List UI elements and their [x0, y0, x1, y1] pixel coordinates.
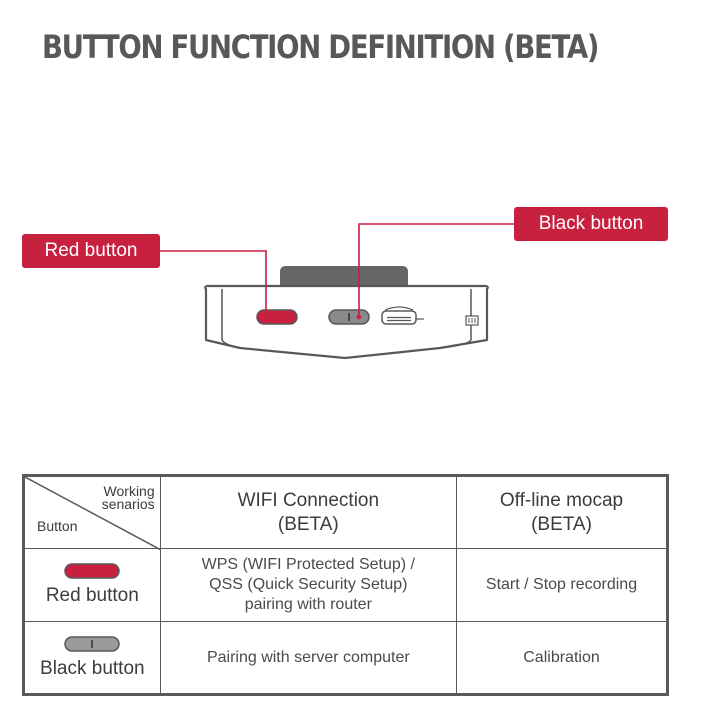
corner-label-button: Button: [37, 518, 78, 534]
column-header-line1: Off-line mocap: [499, 489, 624, 511]
row-label-black: Black button: [23, 621, 161, 695]
cell-text: Pairing with server computer: [206, 648, 410, 666]
corner-label-scenarios: Working senarios: [101, 483, 155, 512]
cell-line: WPS (WIFI Protected Setup) /: [201, 556, 415, 573]
column-header-offline: Off-line mocap (BETA): [456, 475, 668, 549]
black-button-icon: [64, 635, 121, 652]
cell-line: QSS (Quick Security Setup): [209, 576, 408, 593]
red-button-icon: [64, 563, 121, 579]
cell-black-wifi: Pairing with server computer: [159, 621, 458, 695]
corner-label-line2: senarios: [101, 496, 155, 512]
cell-line: pairing with router: [244, 596, 372, 613]
column-header-wifi: WIFI Connection (BETA): [159, 475, 458, 549]
red-button-callout: Red button: [22, 234, 160, 268]
corner-diagonal: [25, 477, 161, 550]
cell-red-wifi: WPS (WIFI Protected Setup) / QSS (Quick …: [159, 548, 458, 622]
table-corner-cell: Working senarios Button: [23, 475, 161, 550]
black-leader-dot: [356, 314, 362, 320]
cell-black-offline: Calibration: [456, 621, 668, 695]
red-leader-line: [160, 250, 267, 317]
device-top-strap: [280, 266, 408, 287]
red-leader-dot: [263, 314, 269, 320]
column-header-line2: (BETA): [277, 513, 339, 535]
button-function-table: Working senarios Button WIFI Connection …: [22, 474, 669, 696]
device-bottom-line: [221, 339, 241, 349]
table-header-row: Working senarios Button WIFI Connection …: [23, 475, 668, 550]
table-row-red: Red button WPS (WIFI Protected Setup) / …: [23, 548, 668, 622]
column-header-line1: WIFI Connection: [237, 489, 380, 511]
device-illustration: [160, 223, 514, 360]
corner-label-line1: Working: [103, 483, 155, 499]
column-header-line2: (BETA): [531, 513, 592, 535]
page-title: BUTTON FUNCTION DEFINITION (BETA): [42, 28, 599, 66]
device-bottom-line: [439, 339, 472, 349]
device-red-button: [256, 309, 298, 325]
black-button-callout: Black button: [514, 207, 668, 241]
table-row-black: Black button Pairing with server compute…: [23, 621, 668, 695]
row-label-text: Red button: [45, 585, 139, 606]
row-label-text: Black button: [40, 657, 145, 679]
row-label-red: Red button: [23, 548, 161, 622]
black-leader-line: [358, 223, 514, 317]
cell-text: Start / Stop recording: [485, 576, 638, 593]
cell-red-offline: Start / Stop recording: [456, 548, 668, 622]
cell-text: Calibration: [523, 648, 600, 666]
